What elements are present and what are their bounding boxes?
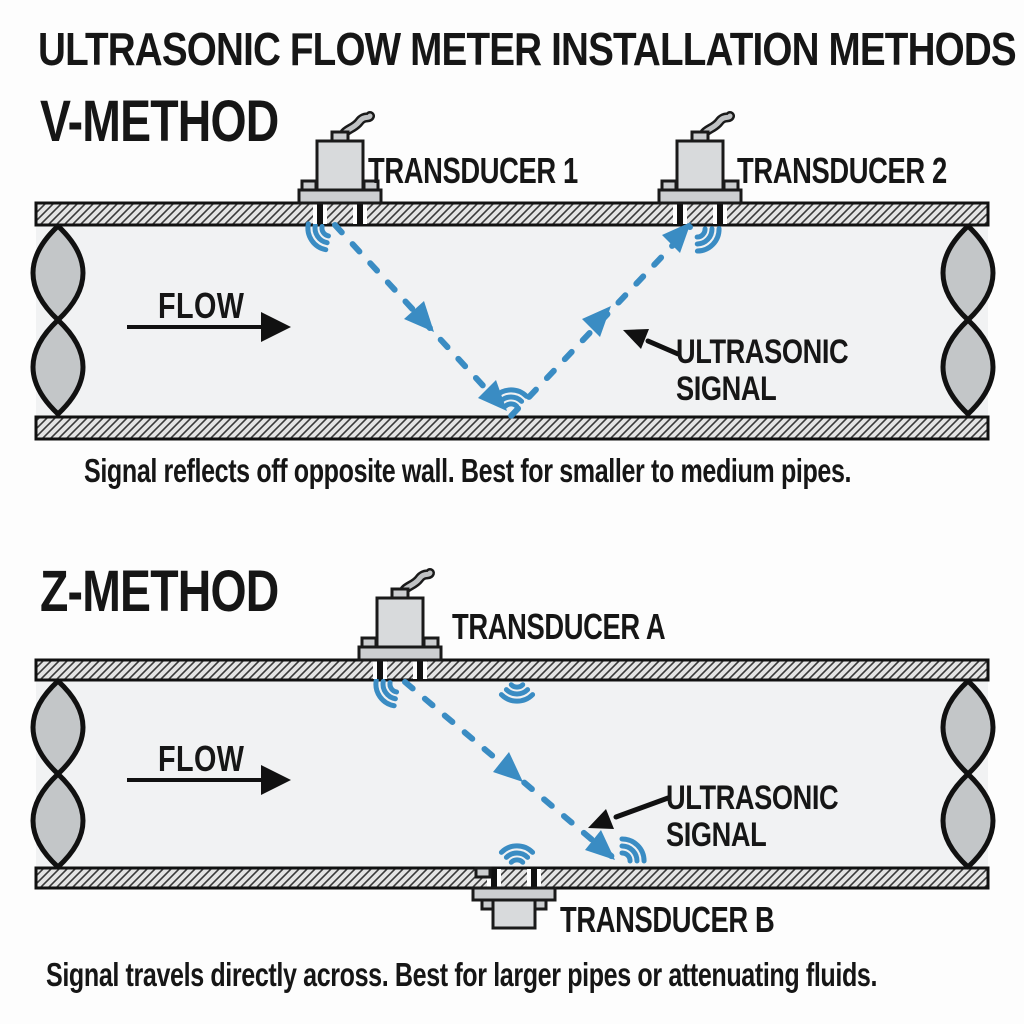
v-method-diagram <box>30 111 996 441</box>
signal-callout-arrow <box>588 795 671 829</box>
transducer-1-label: TRANSDUCER 1 <box>368 150 578 191</box>
z-flow-label: FLOW <box>158 738 245 779</box>
pipe-wall-bottom <box>34 866 990 890</box>
ultrasonic-waves-icon <box>694 226 722 254</box>
pipe-break-left <box>30 224 86 417</box>
signal-callout-arrow <box>623 329 681 357</box>
signal-direction-arrows <box>493 752 615 860</box>
z-signal-label-line2: SIGNAL <box>666 816 767 854</box>
transducer-a-label: TRANSDUCER A <box>452 606 666 647</box>
ultrasonic-waves-icon <box>498 843 536 865</box>
z-method-diagram <box>30 568 996 930</box>
pipe-wall-top <box>34 201 990 227</box>
z-method-caption: Signal travels directly across. Best for… <box>46 956 878 993</box>
z-method-heading: Z-METHOD <box>40 559 279 624</box>
pipe-interior <box>36 225 988 417</box>
ultrasonic-waves-icon <box>498 682 536 704</box>
v-flow-label: FLOW <box>158 285 245 326</box>
flow-arrow <box>127 312 291 342</box>
ultrasonic-signal-path <box>332 222 693 421</box>
pipe-break-right <box>940 679 996 870</box>
v-signal-label: ULTRASONIC SIGNAL <box>676 333 849 408</box>
pipe-break-right <box>940 224 996 417</box>
ultrasonic-waves-icon <box>619 836 647 864</box>
flow-arrow <box>127 765 291 795</box>
pipe-wall-top <box>34 658 990 682</box>
v-method-caption: Signal reflects off opposite wall. Best … <box>84 452 852 489</box>
ultrasonic-waves-icon <box>373 677 400 709</box>
transducer-a <box>357 568 443 679</box>
z-signal-label-line1: ULTRASONIC <box>666 779 839 817</box>
pipe-break-left <box>30 679 86 870</box>
ultrasonic-waves-icon <box>492 387 530 409</box>
v-signal-label-line1: ULTRASONIC <box>676 333 849 371</box>
transducer-b <box>471 866 557 930</box>
pipe-wall-bottom <box>34 415 990 441</box>
transducer-1 <box>297 111 383 224</box>
transducer-2 <box>657 111 743 224</box>
transducer-b-label: TRANSDUCER B <box>560 899 775 940</box>
v-method-heading: V-METHOD <box>40 89 279 154</box>
transducer-2-label: TRANSDUCER 2 <box>737 150 947 191</box>
page-title: ULTRASONIC FLOW METER INSTALLATION METHO… <box>38 23 1017 75</box>
ultrasonic-waves-icon <box>305 221 331 253</box>
z-signal-label: ULTRASONIC SIGNAL <box>666 779 839 854</box>
v-signal-label-line2: SIGNAL <box>676 370 777 408</box>
